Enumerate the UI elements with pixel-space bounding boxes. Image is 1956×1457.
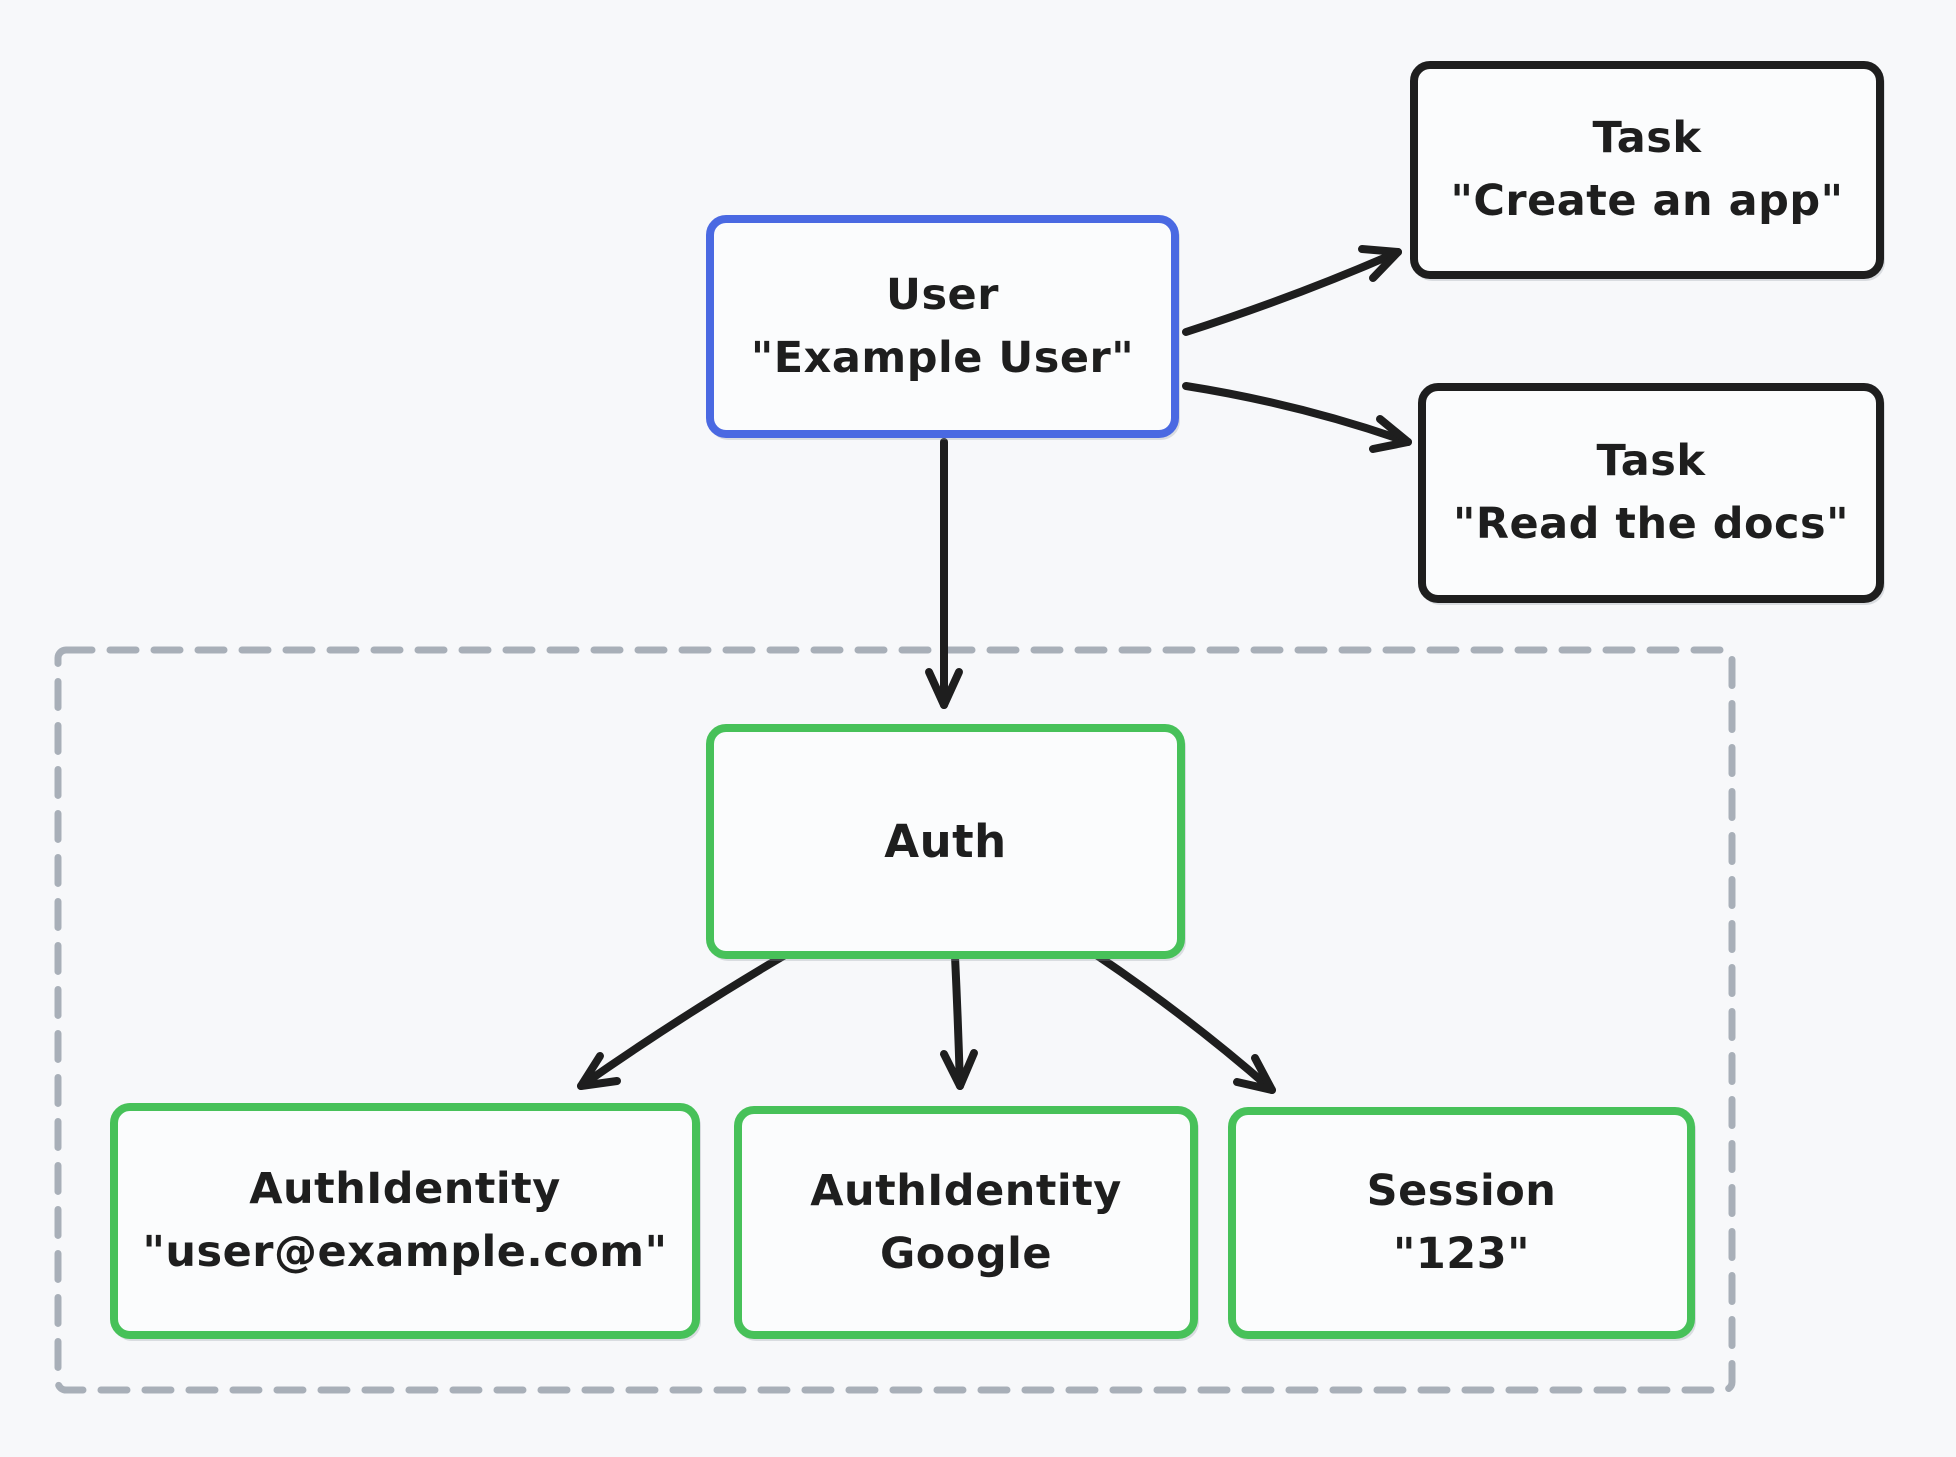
node-session-value: "123" (1392, 1229, 1531, 1279)
node-task-read-type: Task (1596, 436, 1706, 486)
node-task-create-type: Task (1592, 113, 1702, 163)
node-auth-identity-email-type: AuthIdentity (249, 1164, 561, 1214)
node-auth-identity-google: AuthIdentity Google (734, 1106, 1198, 1339)
node-auth-identity-google-value: Google (879, 1228, 1053, 1279)
auth-boundary-dashed-box (54, 646, 1736, 1394)
node-task-create-value: "Create an app" (1450, 176, 1844, 226)
node-task-read: Task "Read the docs" (1418, 383, 1884, 603)
node-auth-identity-email: AuthIdentity "user@example.com" (110, 1103, 700, 1339)
node-task-create: Task "Create an app" (1410, 61, 1884, 279)
node-user-type: User (886, 269, 999, 320)
node-session: Session "123" (1228, 1107, 1695, 1339)
node-task-read-value: "Read the docs" (1452, 499, 1850, 549)
edge-auth-to-identity-email (577, 948, 794, 1090)
edge-auth-to-identity-google (940, 952, 978, 1090)
node-auth-identity-email-value: "user@example.com" (142, 1227, 668, 1277)
node-auth: Auth (706, 724, 1185, 959)
node-user-value: "Example User" (750, 332, 1135, 383)
node-auth-type: Auth (884, 815, 1007, 868)
edge-user-to-auth (925, 438, 963, 709)
edge-user-to-task-create (1182, 245, 1402, 336)
edge-user-to-task-read (1182, 382, 1412, 453)
node-auth-identity-google-type: AuthIdentity (810, 1165, 1122, 1216)
edge-auth-to-session (1091, 950, 1276, 1094)
node-user: User "Example User" (706, 215, 1179, 438)
node-session-type: Session (1366, 1166, 1557, 1216)
